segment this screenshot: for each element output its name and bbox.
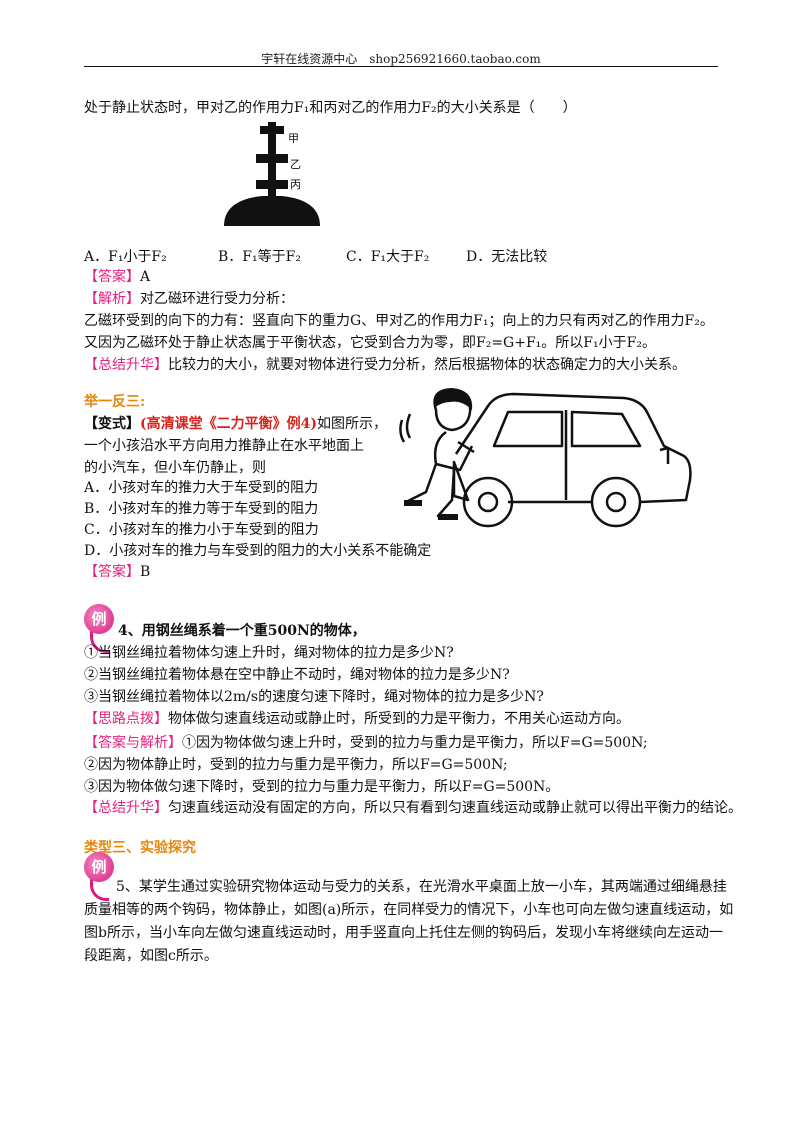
q4-part-2: ②当钢丝绳拉着物体悬在空中静止不动时，绳对物体的拉力是多少N? [84,667,510,683]
variant-stem-3: 的小汽车，但小车仍静止，则 [84,460,266,476]
magnet-rings-figure: 甲 乙 丙 [224,122,320,226]
q5-line-4: 段距离，如图c所示。 [84,948,218,964]
q5-line-1: 5、某学生通过实验研究物体运动与受力的关系，在光滑水平桌面上放一小车，其两端通过… [116,879,727,895]
header-rule [84,66,718,67]
q4-part-3: ③当钢丝绳拉着物体以2m/s的速度匀速下降时，绳对物体的拉力是多少N? [84,689,544,705]
q4-stem: 4、用钢丝绳系着一个重500N的物体， [118,623,366,639]
variant-stem-1: 【变式】(高清课堂《二力平衡》例4)如图所示， [84,414,387,434]
q3-stem: 处于静止状态时，甲对乙的作用力F₁和丙对乙的作用力F₂的大小关系是（ ） [84,100,577,116]
q4-answer-2: ②因为物体静止时，受到的拉力与重力是平衡力，所以F=G=500N; [84,757,508,773]
section3-title: 类型三、实验探究 [84,840,196,856]
label-jia: 甲 [288,132,299,145]
answer-tag: 【答案】 [84,564,140,580]
summary-tag: 【总结升华】 [84,800,168,816]
variant-stem-2: 一个小孩沿水平方向用力推静止在水平地面上 [84,438,364,454]
q4-part-1: ①当钢丝绳拉着物体匀速上升时，绳对物体的拉力是多少N? [84,645,454,661]
variant-tag: 【变式】 [84,416,140,432]
variant-option-c: C．小孩对车的推力小于车受到的阻力 [84,522,319,538]
q3-option-c: C．F₁大于F₂ [346,249,430,265]
label-bing: 丙 [290,178,301,191]
variant-stem-text: 如图所示， [317,416,387,432]
analysis-line-3: 又因为乙磁环处于静止状态属于平衡状态，它受到合力为零，即F₂=G+F₁。所以F₁… [84,335,656,351]
variant-option-d: D．小孩对车的推力与车受到的阻力的大小关系不能确定 [84,543,432,559]
example-badge: 例 [84,852,114,882]
q4-answer-3: ③因为物体做匀速下降时，受到的拉力与重力是平衡力，所以F=G=500N。 [84,779,560,795]
variant-source: (高清课堂《二力平衡》例4) [140,416,317,432]
q3-summary: 【总结升华】比较力的大小，就要对物体进行受力分析，然后根据物体的状态确定力的大小… [84,355,686,375]
hint-text: 物体做匀速直线运动或静止时，所受到的力是平衡力，不用关心运动方向。 [168,711,630,727]
q4-answer-1: 【答案与解析】①因为物体做匀速上升时，受到的拉力与重力是平衡力，所以F=G=50… [84,733,648,753]
variant-option-b: B．小孩对车的推力等于车受到的阻力 [84,501,319,517]
answer-value: A [140,269,151,285]
child-pushing-car-figure [399,388,692,528]
answer-line-1: ①因为物体做匀速上升时，受到的拉力与重力是平衡力，所以F=G=500N; [182,735,648,751]
q3-answer: 【答案】A [84,267,150,287]
q4-hint: 【思路点拨】物体做匀速直线运动或静止时，所受到的力是平衡力，不用关心运动方向。 [84,709,630,729]
answer-tag: 【答案】 [84,269,140,285]
badge-tail [90,628,109,653]
q3-option-d: D．无法比较 [466,249,548,265]
analysis-line-1: 对乙磁环进行受力分析： [140,291,294,307]
q5-line-3: 图b所示，当小车向左做匀速直线运动时，用手竖直向上托住左侧的钩码后，发现小车将继… [84,925,723,941]
q3-option-a: A．F₁小于F₂ [84,249,167,265]
example-badge: 例 [84,604,114,634]
summary-text: 比较力的大小，就要对物体进行受力分析，然后根据物体的状态确定力的大小关系。 [168,357,686,373]
hint-tag: 【思路点拨】 [84,711,168,727]
q5-line-2: 质量相等的两个钩码，物体静止，如图(a)所示，在同样受力的情况下，小车也可向左做… [84,902,734,918]
label-yi: 乙 [290,158,301,171]
variant-option-a: A．小孩对车的推力大于车受到的阻力 [84,480,319,496]
answer-analysis-tag: 【答案与解析】 [84,735,182,751]
variant-answer: 【答案】B [84,562,150,582]
analysis-line-2: 乙磁环受到的向下的力有：竖直向下的重力G、甲对乙的作用力F₁；向上的力只有丙对乙… [84,313,714,329]
analysis-tag: 【解析】 [84,291,140,307]
summary-text: 匀速直线运动没有固定的方向，所以只有看到匀速直线运动或静止就可以得出平衡力的结论… [168,800,742,816]
variant-section-title: 举一反三: [84,394,146,410]
answer-value: B [140,564,151,580]
badge-tail [90,876,109,901]
q3-option-b: B．F₁等于F₂ [218,249,301,265]
summary-tag: 【总结升华】 [84,357,168,373]
page-header: 宇轩在线资源中心 shop256921660.taobao.com [261,52,541,66]
q3-analysis-head: 【解析】对乙磁环进行受力分析： [84,289,294,309]
q4-summary: 【总结升华】匀速直线运动没有固定的方向，所以只有看到匀速直线运动或静止就可以得出… [84,798,742,818]
